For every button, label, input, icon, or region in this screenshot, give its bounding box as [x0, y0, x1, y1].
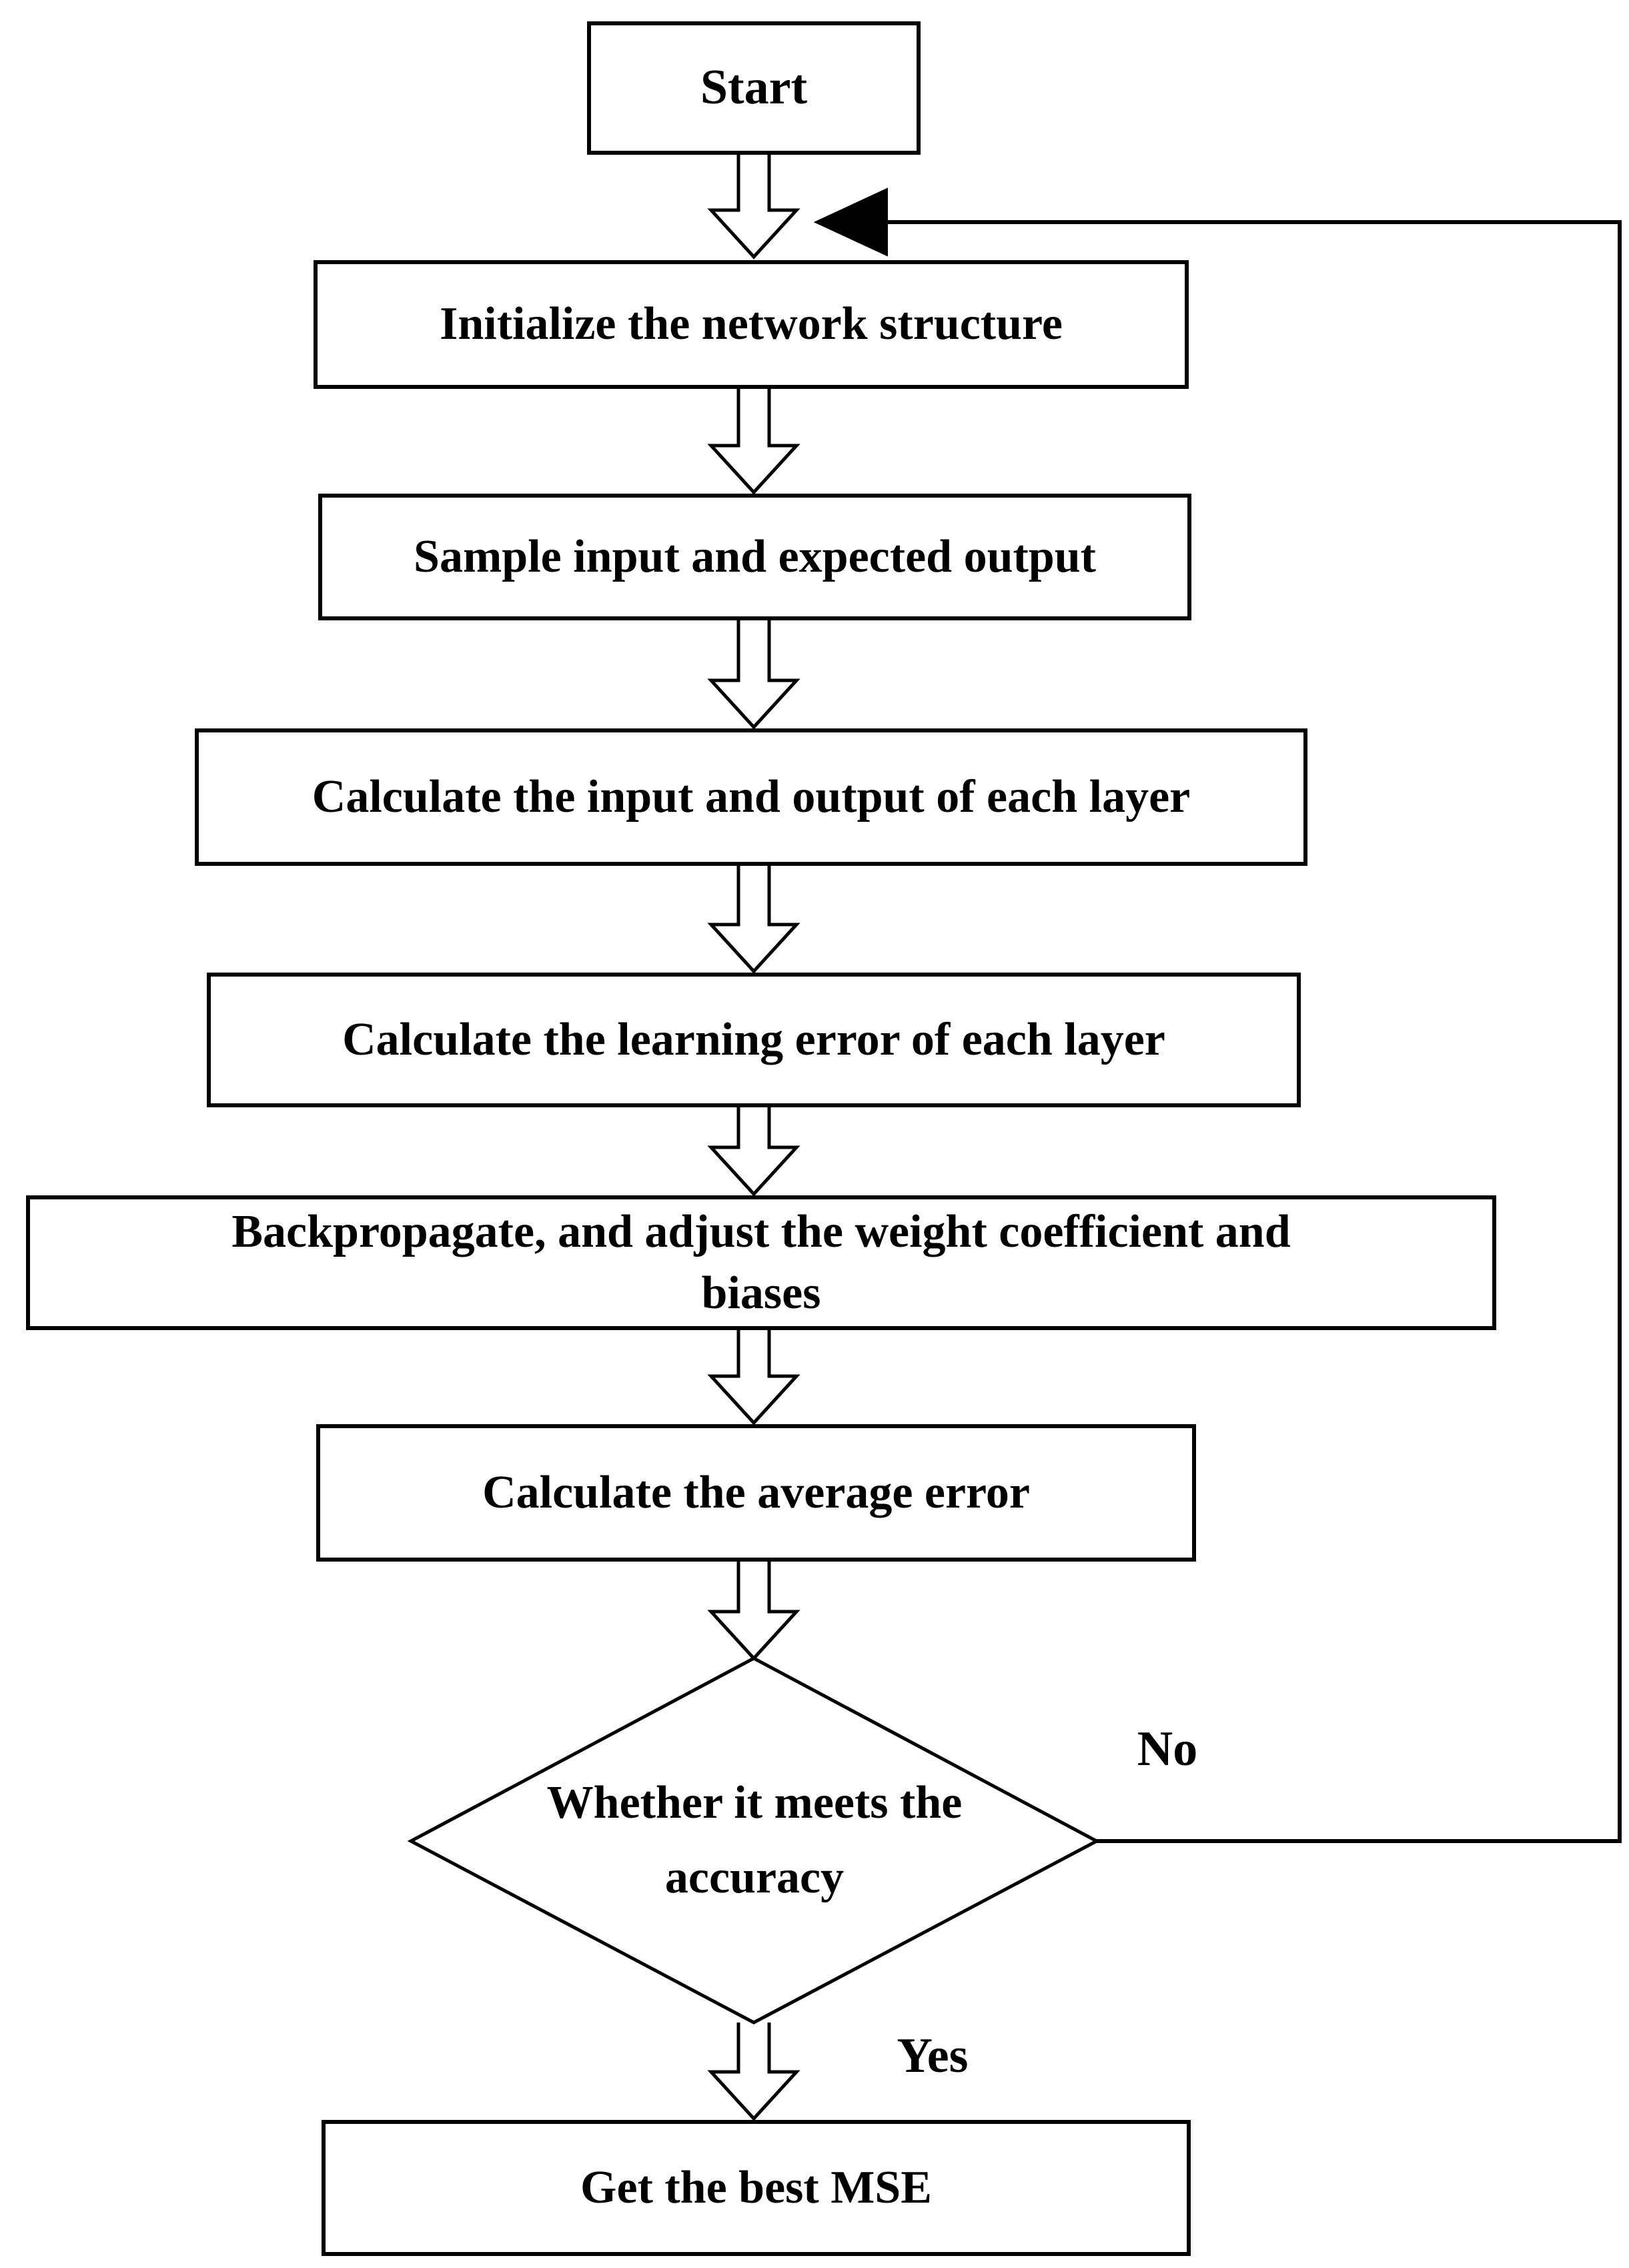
arrow-down-icon — [707, 866, 800, 974]
arrow-down-icon — [707, 1562, 800, 1661]
arrow-down-icon — [707, 1330, 800, 1426]
decision-diamond — [407, 1656, 1101, 2025]
node-initialize-network: Initialize the network structure — [314, 260, 1189, 389]
node-sample-label: Sample input and expected output — [414, 530, 1096, 582]
node-average-error-label: Calculate the average error — [482, 1466, 1030, 1518]
node-calculate-learning-error: Calculate the learning error of each lay… — [207, 973, 1301, 1107]
decision-line2: accuracy — [664, 1852, 845, 1903]
decision-line1: Whether it meets the — [546, 1777, 963, 1828]
branch-label-yes: Yes — [897, 2029, 969, 2083]
node-sample-input-output: Sample input and expected output — [318, 494, 1191, 620]
node-calculate-average-error: Calculate the average error — [316, 1424, 1196, 1562]
node-backpropagate: Backpropagate, and adjust the weight coe… — [26, 1195, 1496, 1330]
arrow-down-icon — [707, 143, 800, 259]
arrow-down-icon — [707, 620, 800, 730]
node-start-label: Start — [700, 60, 808, 115]
decision-diamond-text: Whether it meets the accuracy — [478, 1658, 1031, 2023]
node-best-mse-label: Get the best MSE — [580, 2161, 932, 2213]
node-get-best-mse: Get the best MSE — [322, 2120, 1191, 2256]
node-backpropagate-line1: Backpropagate, and adjust the weight coe… — [231, 1205, 1291, 1257]
node-calc-io-label: Calculate the input and output of each l… — [312, 770, 1191, 822]
node-calc-error-label: Calculate the learning error of each lay… — [342, 1013, 1165, 1065]
feedback-arrowhead-icon — [813, 187, 888, 257]
node-start: Start — [587, 21, 921, 155]
arrow-down-icon — [707, 2023, 800, 2121]
arrow-down-icon — [707, 389, 800, 495]
feedback-line — [827, 220, 1622, 1843]
branch-label-no: No — [1137, 1722, 1198, 1776]
arrow-down-icon — [707, 1107, 800, 1197]
node-initialize-label: Initialize the network structure — [440, 298, 1063, 350]
node-backpropagate-line2: biases — [701, 1267, 821, 1319]
node-calculate-input-output: Calculate the input and output of each l… — [195, 728, 1307, 866]
